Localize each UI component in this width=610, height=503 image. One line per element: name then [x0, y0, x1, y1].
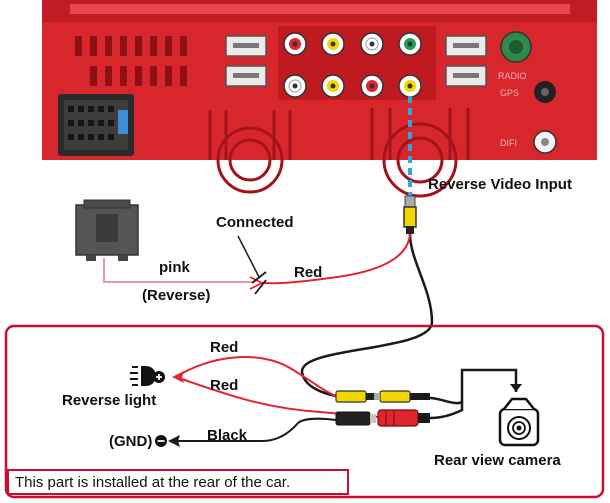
radio-port	[500, 31, 532, 63]
fan-grill-left	[208, 110, 292, 194]
usb-ports-left	[225, 35, 267, 87]
rear-section-frame	[4, 324, 605, 499]
arrowheads	[168, 371, 522, 447]
reverse-wire-label: (Reverse)	[142, 287, 211, 304]
usb-ports-right	[445, 35, 487, 87]
gnd-label: (GND)	[109, 433, 153, 450]
red-wire-label-rear-2: Red	[210, 377, 239, 394]
harness-socket	[58, 94, 134, 156]
rear-wiring	[175, 356, 518, 442]
red-wire-label-top: Red	[294, 264, 323, 281]
reverse-video-input-label: Reverse Video Input	[428, 176, 572, 193]
gps-port-label: GPS	[500, 88, 519, 98]
head-unit-rear-panel: RADIO GPS DIFI	[42, 0, 597, 198]
radio-port-label: RADIO	[498, 71, 527, 81]
connected-label: Connected	[216, 214, 294, 231]
difi-port	[533, 130, 557, 154]
reverse-harness-plug	[75, 199, 139, 261]
reverse-video-cable	[261, 96, 434, 398]
reverse-light-icon	[130, 366, 156, 386]
rear-install-note: This part is installed at the rear of th…	[7, 469, 349, 495]
pink-wire-label: pink	[159, 259, 190, 276]
rear-install-note-text: This part is installed at the rear of th…	[15, 473, 291, 491]
pink-reverse-wire	[103, 258, 252, 283]
difi-port-label: DIFI	[500, 138, 517, 148]
reverse-light-label: Reverse light	[62, 392, 157, 409]
rear-view-camera-icon	[498, 397, 540, 447]
positive-terminal-icon	[153, 371, 165, 383]
rear-power-connectors	[335, 409, 430, 427]
rca-jack-block	[278, 26, 436, 100]
rear-view-camera-label: Rear view camera	[434, 452, 561, 469]
black-wire-label: Black	[207, 427, 248, 444]
connected-joint	[249, 271, 267, 295]
rear-rca-connectors	[335, 390, 430, 403]
gps-port	[534, 81, 556, 103]
connected-pointer	[237, 235, 260, 278]
ground-terminal-icon	[155, 435, 167, 447]
fan-grill-right	[370, 108, 470, 198]
red-wire-label-rear-1: Red	[210, 339, 239, 356]
